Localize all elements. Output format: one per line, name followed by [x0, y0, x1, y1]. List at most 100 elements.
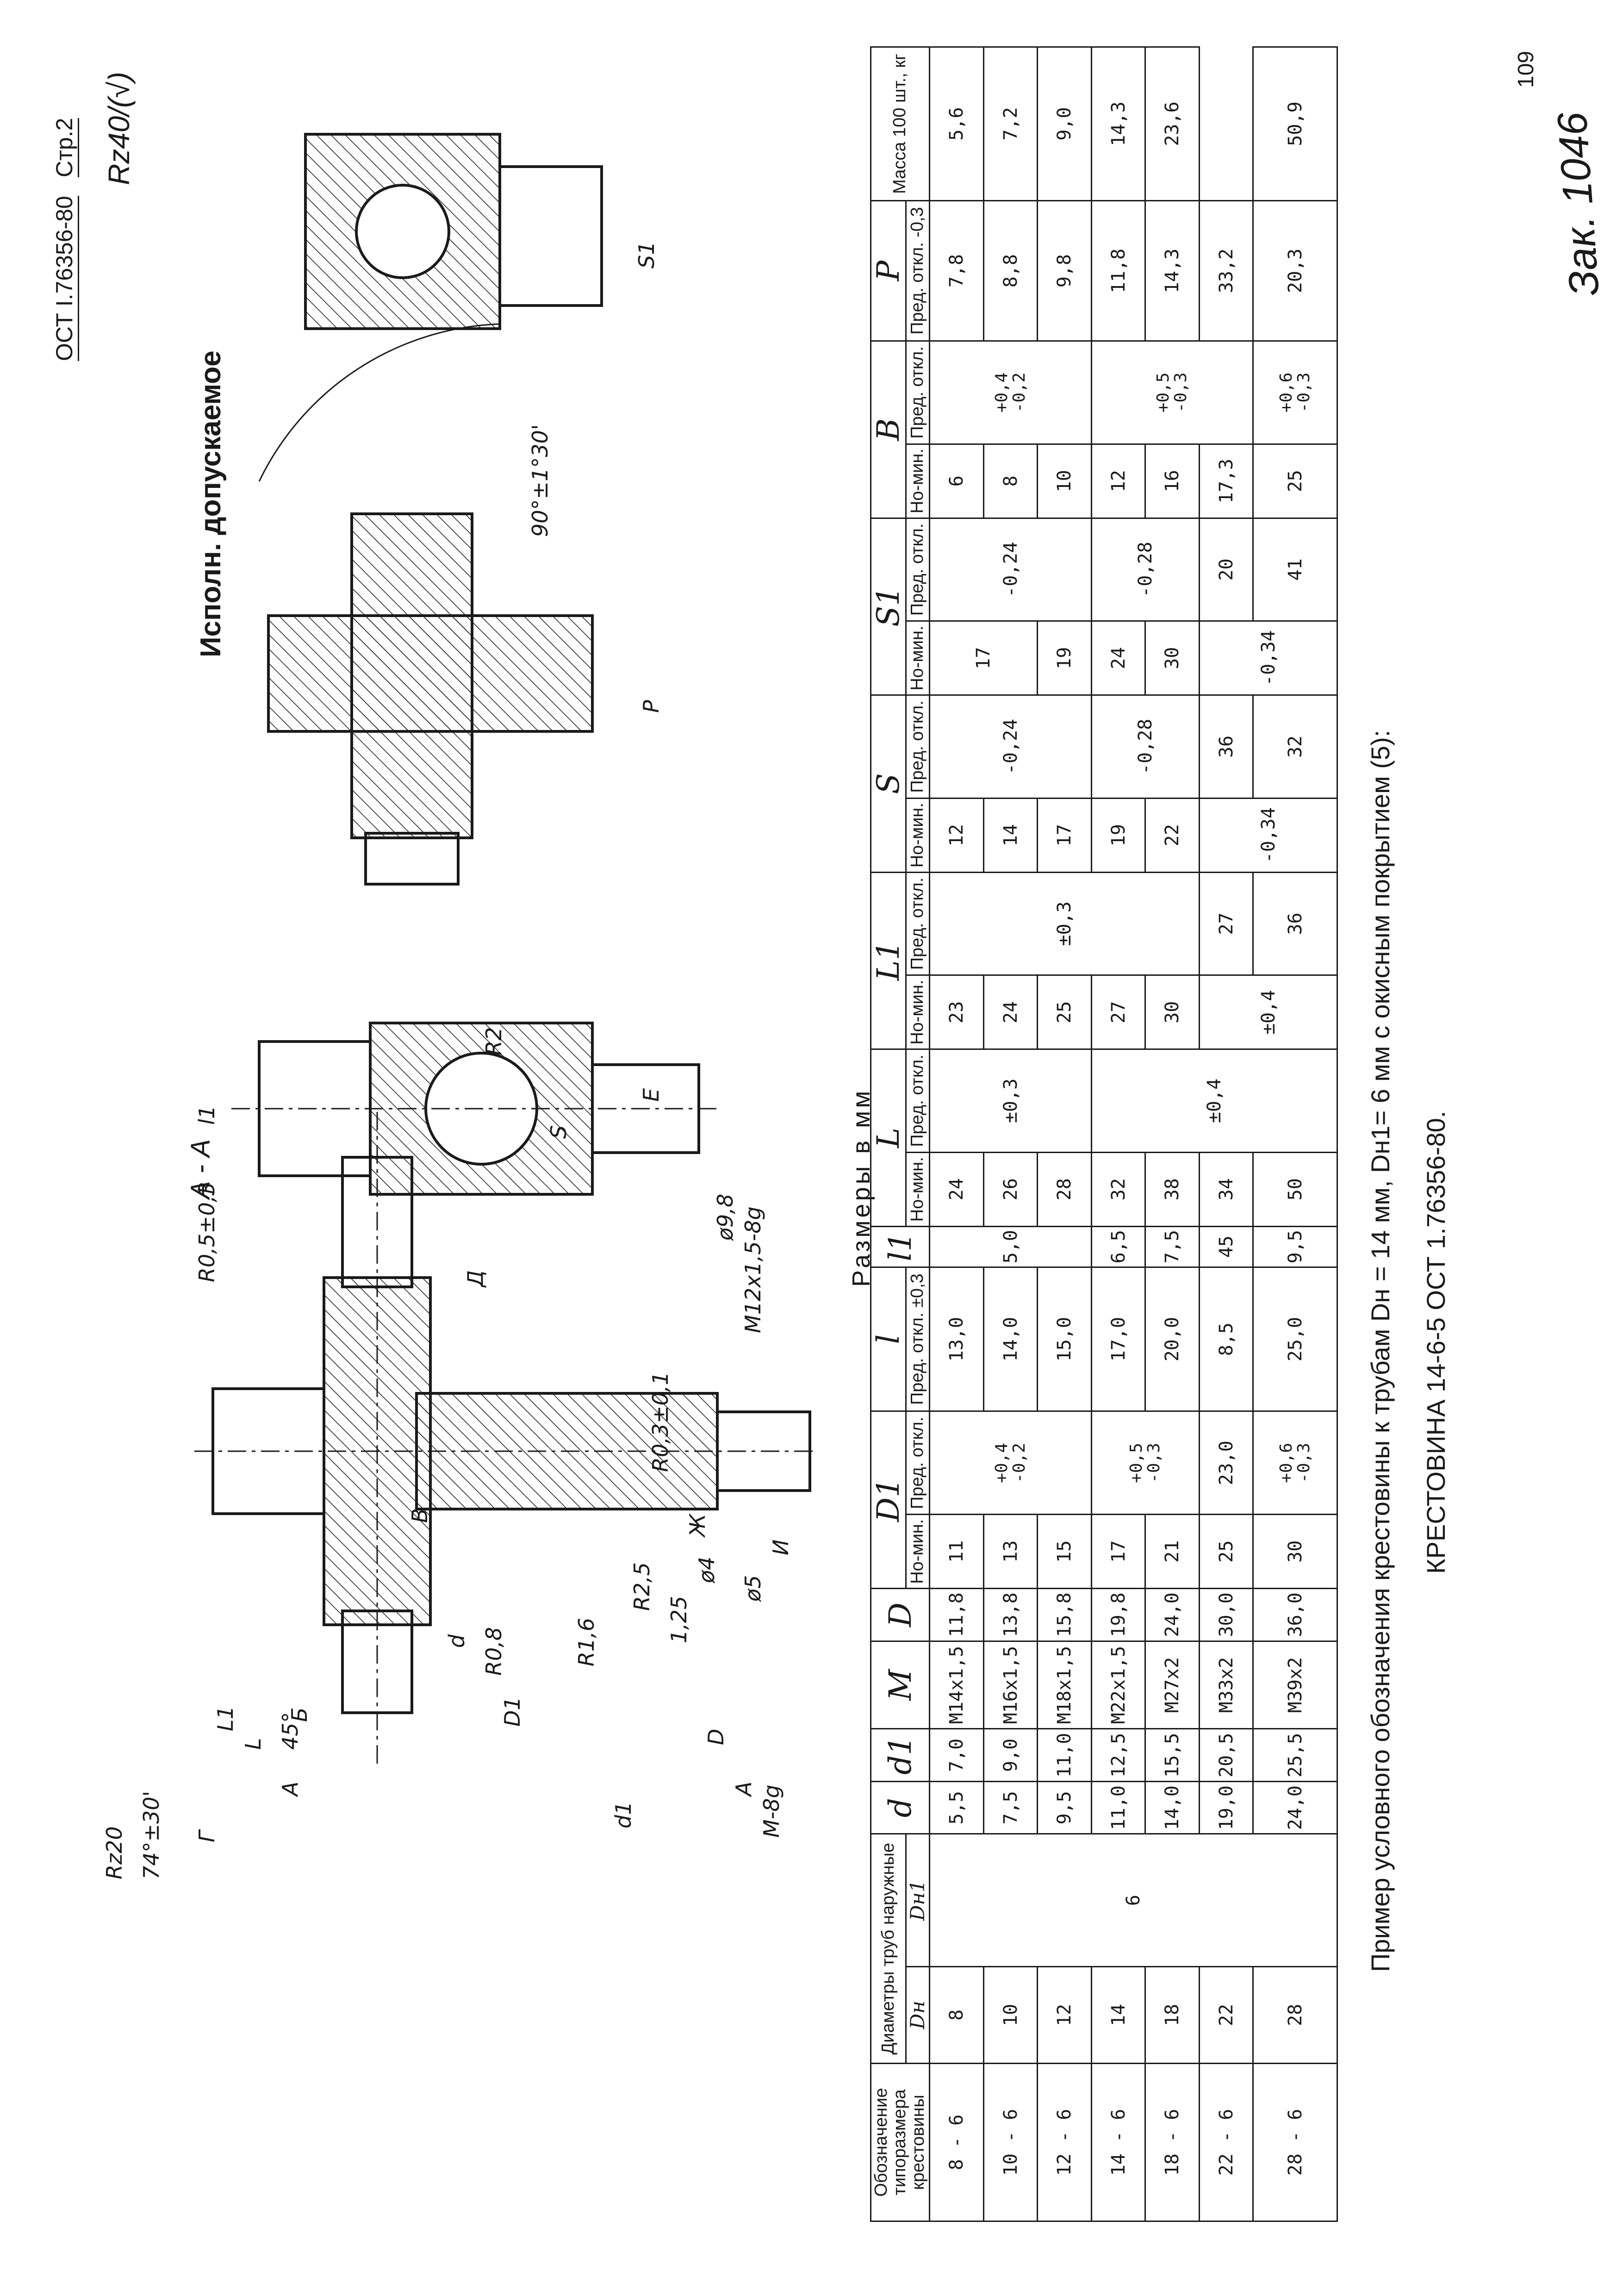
cell: 6,5: [1091, 1226, 1145, 1267]
col-S1: S1: [871, 518, 906, 695]
drawing-label-g: Г: [194, 1830, 219, 1842]
cell: +0,4 -0,2: [929, 1411, 1092, 1515]
drawing-label-e: Е: [639, 1088, 664, 1102]
cell: 19: [1037, 621, 1092, 695]
example-designation-note: Пример условного обозначения крестовины …: [1366, 730, 1395, 1972]
cell: 12: [1091, 444, 1145, 518]
cell: 11,0: [1037, 1728, 1092, 1782]
cell: 26: [983, 1152, 1038, 1227]
cell: +0,6 -0,3: [1253, 341, 1337, 444]
cell: М33х2: [1199, 1641, 1253, 1729]
col-m: М: [871, 1641, 930, 1729]
cell: 20,0: [1145, 1267, 1200, 1411]
drawing-label-angle: 74°±30': [139, 1791, 164, 1879]
col-dn: Dн: [906, 1966, 930, 2064]
drawing-label-90: 90°±1°30': [528, 424, 553, 537]
cell: +0,5 -0,3: [1091, 341, 1253, 444]
document-page: ОСТ I.76356-80 Стр.2 Rz40/(√) Исполн. до…: [51, 47, 1608, 2221]
technical-drawing: [194, 133, 815, 1764]
col-S1-dev: Пред. откл.: [906, 518, 930, 621]
cell: 11,8: [1091, 200, 1145, 341]
col-d1: d1: [871, 1728, 930, 1782]
cell: 9,8: [1037, 200, 1092, 341]
col-P-dev: Пред. откл. -0,3: [906, 200, 930, 341]
cell: 12: [1037, 1966, 1092, 2064]
cell: 12: [929, 798, 984, 873]
cell: 27: [1199, 872, 1253, 975]
cell: 11,0: [1091, 1781, 1145, 1834]
cell: 50: [1253, 1152, 1337, 1227]
cell: 25: [1199, 1514, 1253, 1589]
col-S-nom: Но-мин.: [906, 798, 930, 873]
drawing-label-zh: Ж: [685, 1514, 710, 1537]
cell: М27х2: [1145, 1641, 1200, 1729]
cell: 14: [983, 798, 1038, 873]
cell: 25: [1037, 975, 1092, 1049]
cell: 12,5: [1091, 1728, 1145, 1782]
drawing-label-a2: А: [731, 1781, 756, 1796]
col-D1-dev: Пред. откл.: [906, 1411, 930, 1515]
cell: 17: [1037, 798, 1092, 873]
cell: 25,5: [1253, 1728, 1337, 1782]
cell: М39х2: [1253, 1641, 1337, 1729]
cell: 8,5: [1199, 1267, 1253, 1411]
cell: 9,5: [1253, 1226, 1337, 1267]
cell: 5,6: [929, 47, 984, 201]
cell: 17,0: [1091, 1267, 1145, 1411]
alternative-view: [258, 323, 594, 886]
cell: 19,0: [1199, 1781, 1253, 1834]
cell: 23,0: [1199, 1411, 1253, 1515]
drawing-label-s1: S1: [634, 241, 659, 268]
cell: 28: [1253, 1966, 1337, 2064]
cell: 11: [929, 1514, 984, 1589]
cell: 30: [1145, 621, 1200, 695]
cell: 5,0: [929, 1226, 1092, 1267]
cell: 8,8: [983, 200, 1038, 341]
col-L1-dev: Пред. откл.: [906, 872, 930, 975]
cell: ±0,4: [1091, 1049, 1337, 1153]
cell: 18 - 6: [1145, 2063, 1200, 2221]
col-L-nom: Но-мин.: [906, 1152, 930, 1227]
cell: 22 - 6: [1199, 2063, 1253, 2221]
cell: 22: [1145, 798, 1200, 873]
cell: -0,24: [929, 518, 1092, 621]
cell: ±0,3: [929, 1049, 1092, 1153]
cell: 10: [1037, 444, 1092, 518]
cell: 24: [929, 1152, 984, 1227]
cell: 33,2: [1199, 200, 1253, 341]
cell: 22: [1199, 1966, 1253, 2064]
drawing-label-r25: R2,5: [629, 1562, 654, 1611]
drawing-label-p: P: [639, 700, 664, 713]
drawing-label-o98: ø9,8: [713, 1193, 738, 1241]
col-mass: Масса 100 шт., кг: [871, 47, 930, 201]
cell: 15: [1037, 1514, 1092, 1589]
col-B-dev: Пред. откл.: [906, 341, 930, 444]
col-diameters: Диаметры труб наружные: [871, 1834, 906, 2064]
col-S1-nom: Но-мин.: [906, 621, 930, 695]
cell: 38: [1145, 1152, 1200, 1227]
drawing-label-r2: R2: [481, 1027, 506, 1055]
drawing-label-125: 1,25: [666, 1596, 691, 1643]
cell: 12 - 6: [1037, 2063, 1092, 2221]
cell: -0,24: [929, 695, 1092, 799]
cell: 34: [1199, 1152, 1253, 1227]
col-l1: l1: [871, 1226, 930, 1267]
cell: 15,0: [1037, 1267, 1092, 1411]
cell: 20,5: [1199, 1728, 1253, 1782]
cell: +0,6 -0,3: [1253, 1411, 1337, 1515]
cell: 32: [1091, 1152, 1145, 1227]
cell: 30,0: [1199, 1588, 1253, 1641]
cell: 24,0: [1253, 1781, 1337, 1834]
cell: 36: [1199, 695, 1253, 799]
cell: 36,0: [1253, 1588, 1337, 1641]
cell: 25,0: [1253, 1267, 1337, 1411]
cell: 14,3: [1091, 47, 1145, 201]
cell: 15,8: [1037, 1588, 1092, 1641]
cell: 8 - 6: [929, 2063, 984, 2221]
cell: 28: [1037, 1152, 1092, 1227]
cell: 15,5: [1145, 1728, 1200, 1782]
table-row: 8 - 6 8 6 5,5 7,0 М14х1,5 11,8 11 +0,4 -…: [929, 47, 1337, 2221]
drawing-label-v: В: [407, 1508, 432, 1523]
cell: 5,5: [929, 1781, 984, 1834]
col-dd: D: [871, 1588, 930, 1641]
